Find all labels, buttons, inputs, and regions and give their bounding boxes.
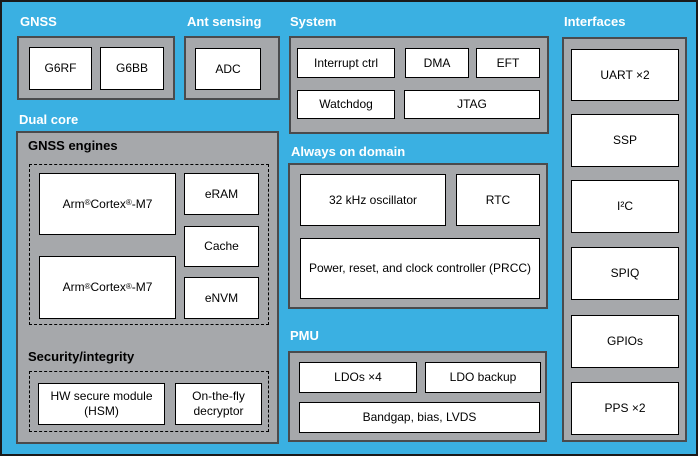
- block-interrupt-ctrl: Interrupt ctrl: [297, 48, 395, 78]
- gnss-engines-dashed-group: [29, 164, 269, 325]
- system-section-label: System: [290, 14, 337, 29]
- block-32khz-oscillator: 32 kHz oscillator: [300, 174, 446, 226]
- block-hsm: HW secure module (HSM): [38, 383, 165, 425]
- ant-sensing-section-label: Ant sensing: [187, 14, 262, 29]
- block-i2c: I²C: [571, 180, 679, 233]
- block-dma: DMA: [405, 48, 469, 78]
- block-cortex-m7-2: Arm® Cortex®-M7: [39, 256, 176, 319]
- block-ssp: SSP: [571, 114, 679, 167]
- pmu-section-label: PMU: [290, 328, 319, 343]
- block-adc: ADC: [195, 48, 261, 90]
- interfaces-panel: [562, 37, 687, 442]
- block-prcc: Power, reset, and clock controller (PRCC…: [300, 238, 540, 299]
- security-integrity-label: Security/integrity: [28, 349, 135, 364]
- interfaces-section-label: Interfaces: [564, 14, 626, 29]
- dual-core-section-label: Dual core: [19, 112, 79, 127]
- block-eft: EFT: [476, 48, 540, 78]
- block-eram: eRAM: [184, 173, 259, 215]
- gnss-engines-label: GNSS engines: [28, 138, 118, 153]
- security-dashed-group: [29, 371, 269, 432]
- block-rtc: RTC: [456, 174, 540, 226]
- block-bandgap-bias-lvds: Bandgap, bias, LVDS: [299, 402, 540, 433]
- block-envm: eNVM: [184, 277, 259, 319]
- block-g6rf: G6RF: [29, 47, 92, 90]
- gnss-section-label: GNSS: [20, 14, 57, 29]
- block-gpios: GPIOs: [571, 315, 679, 368]
- block-otf-decryptor: On-the-fly decryptor: [175, 383, 262, 425]
- block-spiq: SPIQ: [571, 247, 679, 300]
- block-uart: UART ×2: [571, 49, 679, 101]
- block-cortex-m7-1: Arm® Cortex®-M7: [39, 173, 176, 235]
- block-ldo-backup: LDO backup: [425, 362, 541, 393]
- block-watchdog: Watchdog: [297, 90, 395, 119]
- block-jtag: JTAG: [404, 90, 540, 119]
- always-on-section-label: Always on domain: [291, 144, 406, 159]
- block-pps: PPS ×2: [571, 382, 679, 435]
- block-cache: Cache: [184, 226, 259, 267]
- block-ldos: LDOs ×4: [299, 362, 417, 393]
- block-g6bb: G6BB: [100, 47, 164, 90]
